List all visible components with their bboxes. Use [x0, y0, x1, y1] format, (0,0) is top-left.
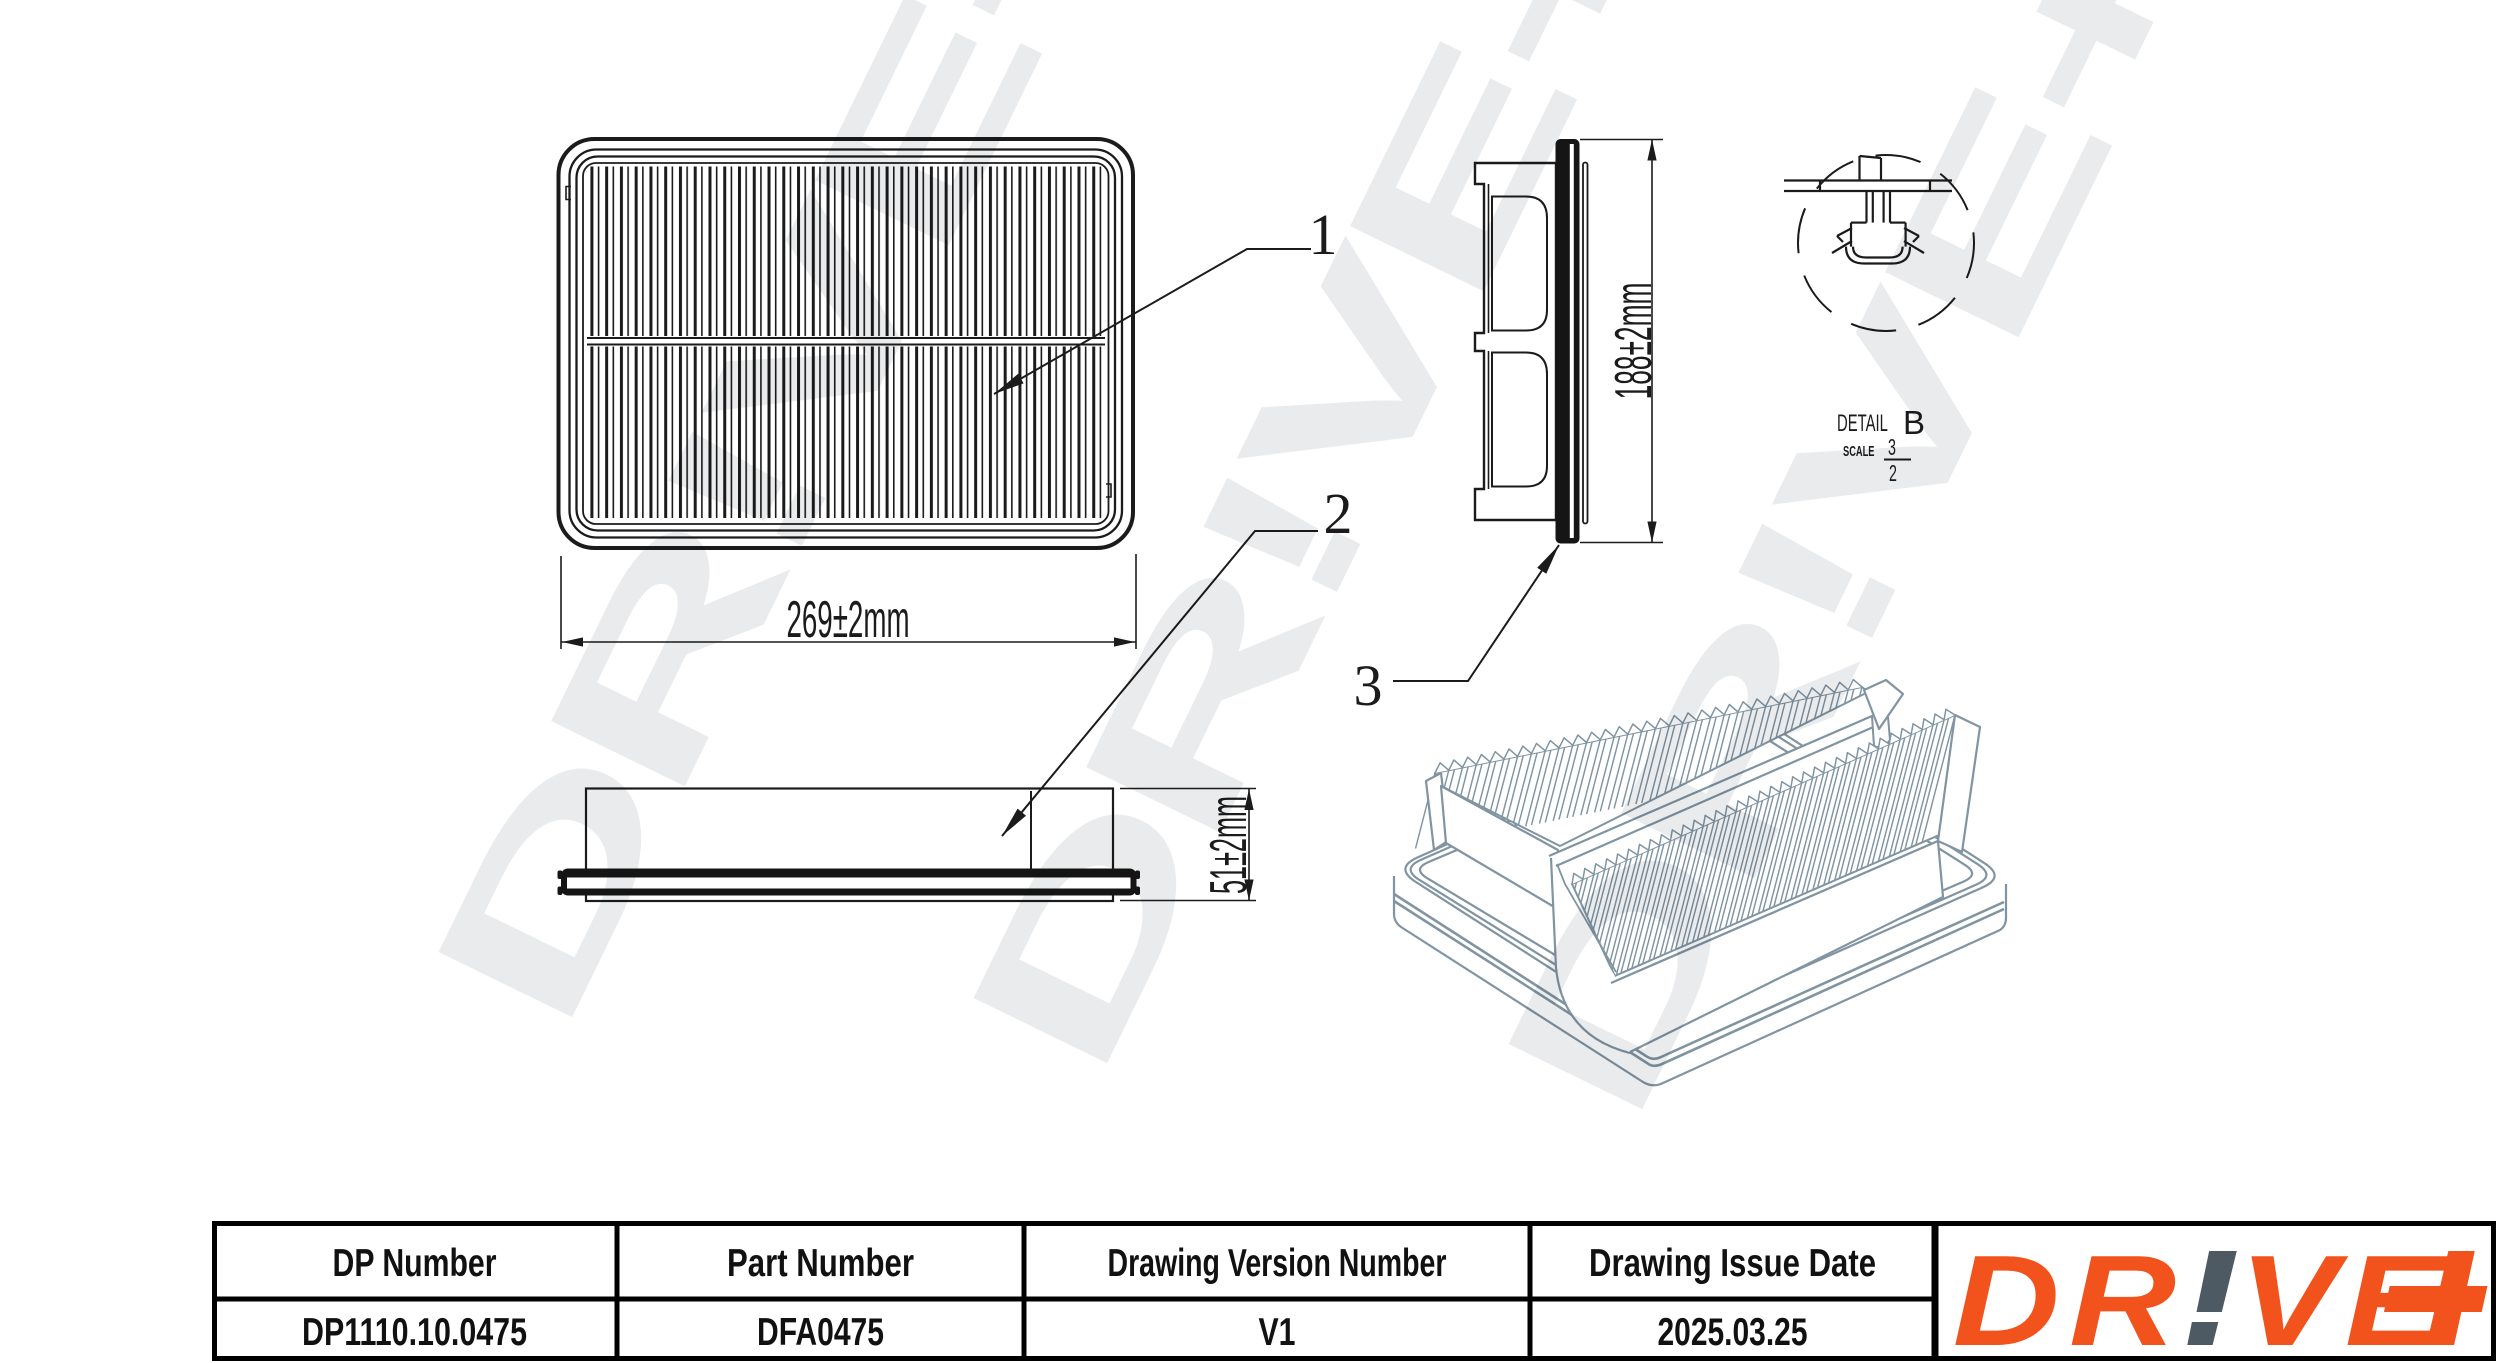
svg-text:DFA0475: DFA0475 [757, 1311, 884, 1354]
svg-text:Drawing Version Number: Drawing Version Number [1108, 1242, 1447, 1285]
svg-text:SCALE: SCALE [1843, 443, 1874, 460]
svg-text:DP1110.10.0475: DP1110.10.0475 [302, 1311, 527, 1354]
svg-text:B: B [1903, 404, 1925, 441]
svg-text:3: 3 [1354, 653, 1383, 718]
svg-text:V1: V1 [1259, 1311, 1296, 1354]
svg-text:3: 3 [1888, 436, 1896, 461]
svg-text:2: 2 [1889, 462, 1897, 487]
svg-text:DR: DR [1953, 1229, 2186, 1363]
svg-text:2025.03.25: 2025.03.25 [1658, 1311, 1808, 1354]
svg-text:2: 2 [1324, 481, 1353, 546]
svg-text:DETAIL: DETAIL [1837, 411, 1888, 437]
svg-text:188±2mm: 188±2mm [1604, 283, 1662, 400]
svg-text:51±2mm: 51±2mm [1199, 796, 1257, 894]
svg-text:Part Number: Part Number [727, 1242, 914, 1285]
svg-text:1: 1 [1309, 202, 1338, 267]
svg-text:269±2mm: 269±2mm [786, 590, 909, 648]
svg-text:DP Number: DP Number [333, 1242, 497, 1285]
svg-text:Drawing Issue Date: Drawing Issue Date [1589, 1242, 1876, 1285]
